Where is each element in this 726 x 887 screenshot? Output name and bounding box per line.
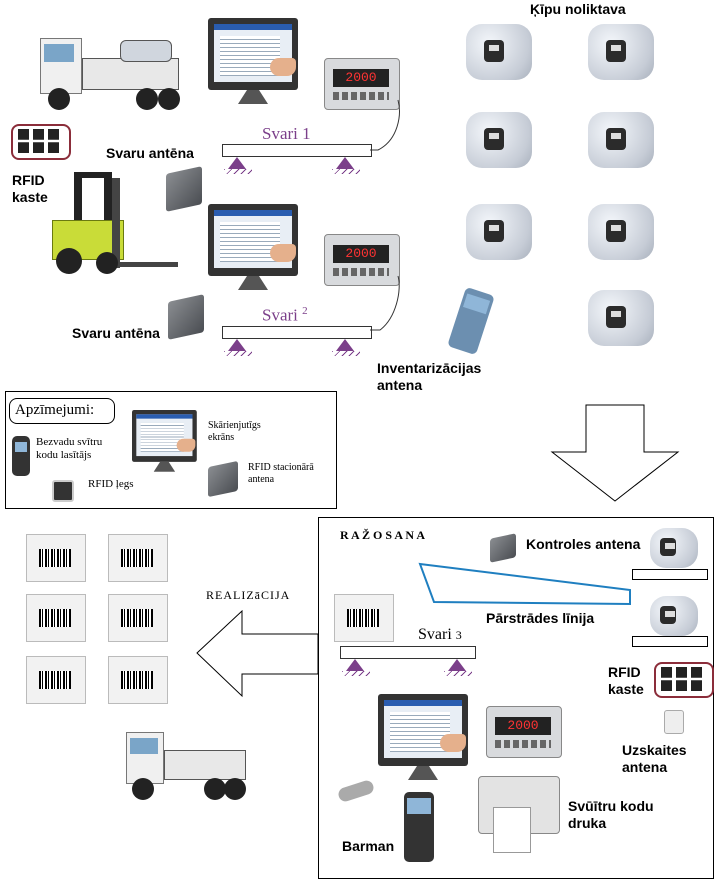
legend-rfid-tag-label: RFID ļegs: [88, 478, 134, 490]
scale-1-support-right: [336, 157, 354, 169]
bale-icon: [650, 528, 698, 568]
scale-indicator-2: 2000: [324, 234, 400, 286]
production-title: R A Ž O S A N A: [340, 528, 426, 542]
processing-line: [418, 562, 631, 606]
weighing-antenna-label-1: Svaru antēna: [106, 145, 194, 161]
scale-2-support-right: [336, 339, 354, 351]
label-printer-icon: [478, 776, 560, 853]
barman-label: Barman: [342, 838, 395, 854]
truck-icon: [126, 726, 246, 802]
inventory-antenna-label: Inventarizācijas antena: [377, 360, 482, 393]
mobile-computer-icon: [404, 792, 434, 862]
scale-3-platform: [340, 646, 476, 659]
barcode-scanner-icon: [12, 436, 30, 476]
barcode-print-label: Svūītru kodu druka: [568, 798, 654, 831]
bale-weight-box-1: [632, 569, 708, 580]
big-bag-icon: [108, 656, 168, 704]
forklift-icon: [42, 172, 182, 282]
rfid-box-label-top: RFID kaste: [12, 172, 48, 205]
legend-title-frame: [9, 398, 115, 424]
arrow-down-icon: [550, 404, 680, 502]
scale-2-platform: [222, 326, 372, 339]
bale-icon: [588, 204, 654, 260]
sales-title: REALIZāCIJA: [206, 588, 291, 602]
bale-icon: [466, 112, 532, 168]
rfid-box-label-production: RFID kaste: [608, 664, 644, 697]
bale-icon: [466, 24, 532, 80]
accounting-antenna-icon: [664, 710, 684, 734]
bale-icon: [588, 24, 654, 80]
rfid-box-icon-production: [654, 662, 714, 698]
big-bag-icon: [26, 534, 86, 582]
bale-icon: [466, 204, 532, 260]
rfid-box-icon: [11, 124, 71, 160]
bale-icon: [650, 596, 698, 636]
weighing-antenna-label-2: Svaru antēna: [72, 325, 160, 341]
big-bag-icon: [334, 594, 394, 642]
legend-title: Apzīmejumi:: [15, 402, 95, 418]
touchscreen-icon-scale1: [208, 18, 298, 104]
rfid-tag-icon: [52, 480, 74, 502]
scale-1-label: Svari 1: [262, 124, 311, 143]
big-bag-icon: [108, 594, 168, 642]
legend-scanner-label: Bezvadu svītru kodu lasītājs: [36, 436, 103, 461]
big-bag-icon: [108, 534, 168, 582]
legend-touchscreen-label: Skārienjutīgs ekrāns: [208, 420, 261, 443]
scale-indicator-3: 2000: [486, 706, 562, 758]
scale-3-label: Svari 3: [418, 626, 462, 643]
scale-1-support-left: [228, 157, 246, 169]
big-bag-icon: [26, 656, 86, 704]
truck-icon: [40, 30, 180, 110]
bale-icon: [588, 290, 654, 346]
bale-weight-box-2: [632, 636, 708, 647]
bale-icon: [588, 112, 654, 168]
scale-3-support-left: [346, 659, 364, 671]
scale-2-support-left: [228, 339, 246, 351]
control-antenna-label: Kontroles antena: [526, 536, 641, 552]
scale-indicator-1: 2000: [324, 58, 400, 110]
arrow-left-icon: [196, 610, 319, 698]
touchscreen-legend-icon: [132, 410, 197, 472]
big-bag-icon: [26, 594, 86, 642]
accounting-antenna-label: Uzskaites antena: [622, 742, 687, 775]
scale-2-label: Svari 2: [262, 305, 308, 325]
touchscreen-icon-scale2: [208, 204, 298, 290]
processing-line-label: Pārstrādes līnija: [486, 610, 595, 626]
warehouse-title: Ķīpu noliktava: [530, 1, 626, 17]
scale-3-support-right: [448, 659, 466, 671]
legend-antenna-label: RFID stacionārā antena: [248, 462, 314, 485]
touchscreen-icon-production: [378, 694, 468, 780]
stationary-antenna-legend-icon: [208, 460, 238, 498]
